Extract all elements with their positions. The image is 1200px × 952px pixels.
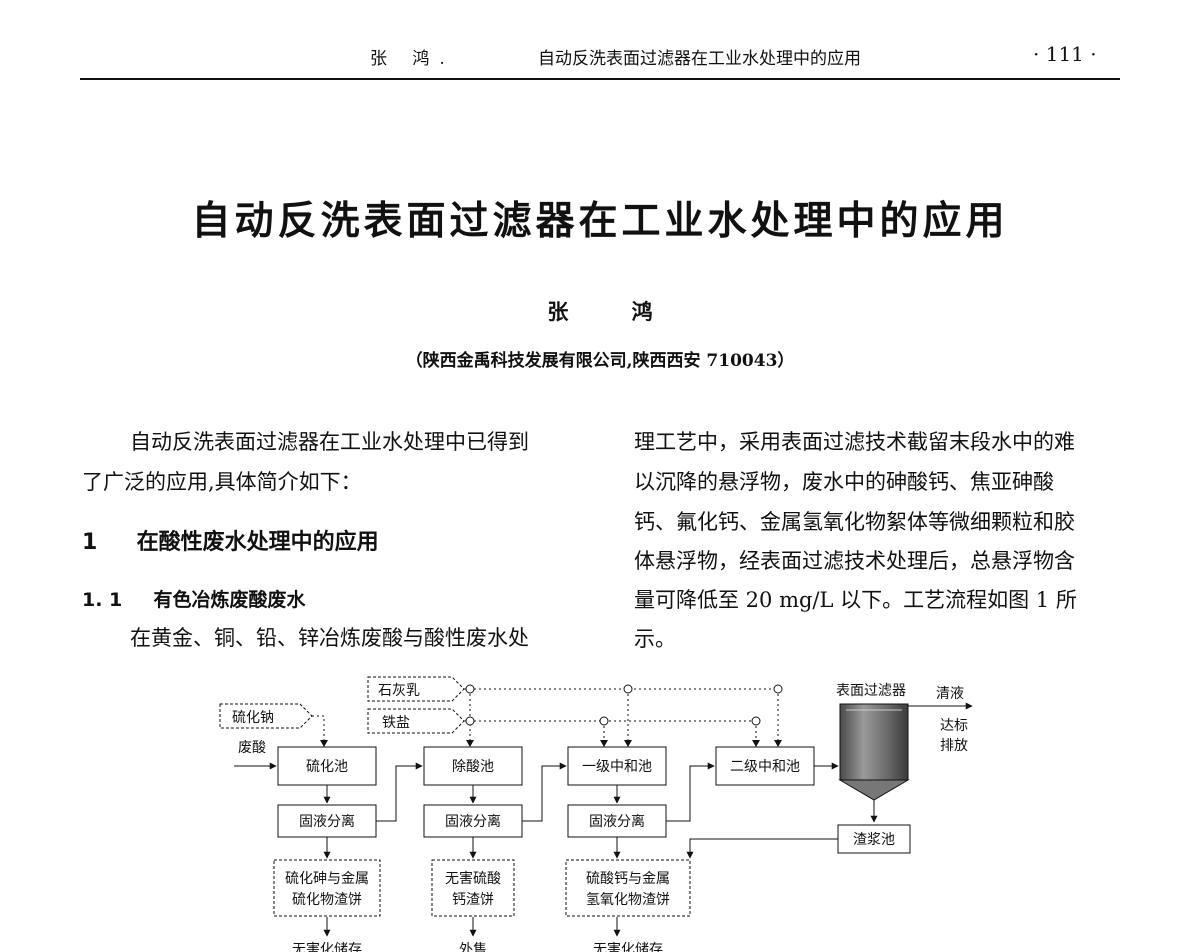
lime-input-tag: 石灰乳 bbox=[367, 676, 465, 702]
discharge-line-2: 排放 bbox=[940, 738, 968, 754]
lime-label: 石灰乳 bbox=[378, 683, 420, 699]
running-head-author: 张 鸿. bbox=[370, 49, 455, 69]
iron-label: 铁盐 bbox=[382, 715, 410, 731]
cake-2: 无害硫酸 钙渣饼 bbox=[431, 859, 515, 917]
destination-3: 无害化储存 bbox=[593, 942, 663, 952]
sludge-return-arrow bbox=[686, 838, 838, 859]
section-1-1-number: 1. 1 bbox=[82, 589, 123, 611]
separator-2: 固液分离 bbox=[423, 804, 523, 838]
right-line-1: 理工艺中，采用表面过滤技术截留末段水中的难 bbox=[634, 430, 1075, 454]
surface-filter-label: 表面过滤器 bbox=[836, 683, 906, 699]
right-line-2: 以沉降的悬浮物，废水中的砷酸钙、焦亚砷酸 bbox=[634, 470, 1054, 494]
dosing-arrowheads bbox=[320, 740, 782, 747]
section-1-title: 在酸性废水处理中的应用 bbox=[136, 530, 379, 555]
right-line-5: 量可降低至 20 mg/L 以下。工艺流程如图 1 所 bbox=[634, 588, 1077, 612]
sulfide-input-tag: 硫化钠 bbox=[219, 703, 313, 729]
section-1-number: 1 bbox=[82, 530, 98, 555]
author-name: 张 鸿 bbox=[547, 299, 681, 324]
acid-removal-tank-label: 除酸池 bbox=[452, 759, 494, 775]
secondary-neutralization-label: 二级中和池 bbox=[730, 759, 800, 775]
cake-1-line-1: 硫化砷与金属 bbox=[285, 871, 369, 887]
intro-line-1: 自动反洗表面过滤器在工业水处理中已得到 bbox=[130, 430, 529, 454]
running-head: 张 鸿. 自动反洗表面过滤器在工业水处理中的应用 · 111 · bbox=[80, 38, 1120, 80]
dosing-lines bbox=[312, 688, 779, 744]
sulfidation-tank: 硫化池 bbox=[277, 746, 377, 786]
dosing-nodes bbox=[465, 684, 783, 726]
primary-neutralization-label: 一级中和池 bbox=[582, 759, 652, 775]
liquid-transfer-lines bbox=[376, 762, 839, 822]
discharge-line-1: 达标 bbox=[940, 718, 968, 734]
cake-2-line-2: 钙渣饼 bbox=[452, 892, 494, 908]
primary-neutralization-tank: 一级中和池 bbox=[567, 746, 667, 786]
destination-2: 外售 bbox=[459, 942, 487, 952]
secondary-neutralization-tank: 二级中和池 bbox=[715, 746, 815, 786]
right-line-3: 钙、氟化钙、金属氢氧化物絮体等微细颗粒和胶 bbox=[634, 510, 1075, 534]
paper-title: 自动反洗表面过滤器在工业水处理中的应用 bbox=[191, 199, 1009, 244]
cake-1-line-2: 硫化物渣饼 bbox=[292, 892, 362, 908]
author-affiliation: （陕西金禹科技发展有限公司,陕西西安 710043） bbox=[405, 351, 795, 371]
vertical-flows bbox=[323, 785, 621, 937]
separator-1-label: 固液分离 bbox=[299, 813, 355, 830]
separator-3-label: 固液分离 bbox=[589, 813, 645, 830]
paragraph-line: 在黄金、铜、铅、锌冶炼废酸与酸性废水处 bbox=[130, 626, 529, 650]
page-number: · 111 · bbox=[1033, 42, 1097, 66]
intro-line-2: 了广泛的应用,具体简介如下： bbox=[82, 470, 362, 494]
section-1-1-title: 有色冶炼废酸废水 bbox=[153, 589, 306, 611]
cake-3: 硫酸钙与金属 氢氧化物渣饼 bbox=[565, 859, 691, 917]
right-line-4: 体悬浮物，经表面过滤技术处理后，总悬浮物含 bbox=[634, 549, 1075, 573]
separator-1: 固液分离 bbox=[277, 804, 377, 838]
clear-liquid-label: 清液 bbox=[936, 686, 964, 702]
section-1-heading: 1 在酸性废水处理中的应用 bbox=[82, 524, 379, 556]
sulfidation-tank-label: 硫化池 bbox=[306, 759, 348, 775]
cake-3-line-2: 氢氧化物渣饼 bbox=[586, 892, 670, 908]
destination-1: 无害化储存 bbox=[292, 942, 362, 952]
section-1-1-heading: 1. 1 有色冶炼废酸废水 bbox=[82, 585, 306, 612]
iron-input-tag: 铁盐 bbox=[367, 708, 465, 734]
running-head-title: 自动反洗表面过滤器在工业水处理中的应用 bbox=[538, 49, 861, 69]
sludge-tank: 渣浆池 bbox=[837, 824, 911, 854]
right-line-6: 示。 bbox=[634, 627, 676, 651]
sulfide-label: 硫化钠 bbox=[232, 710, 274, 726]
cake-1: 硫化砷与金属 硫化物渣饼 bbox=[273, 859, 381, 917]
sludge-tank-label: 渣浆池 bbox=[853, 832, 895, 848]
separator-3: 固液分离 bbox=[567, 804, 667, 838]
surface-filter-vessel bbox=[838, 703, 910, 801]
cake-2-line-1: 无害硫酸 bbox=[445, 871, 501, 887]
separator-2-label: 固液分离 bbox=[445, 813, 501, 830]
acid-removal-tank: 除酸池 bbox=[423, 746, 523, 786]
cake-3-line-1: 硫酸钙与金属 bbox=[586, 871, 670, 887]
acid-input-label: 废酸 bbox=[238, 740, 266, 756]
